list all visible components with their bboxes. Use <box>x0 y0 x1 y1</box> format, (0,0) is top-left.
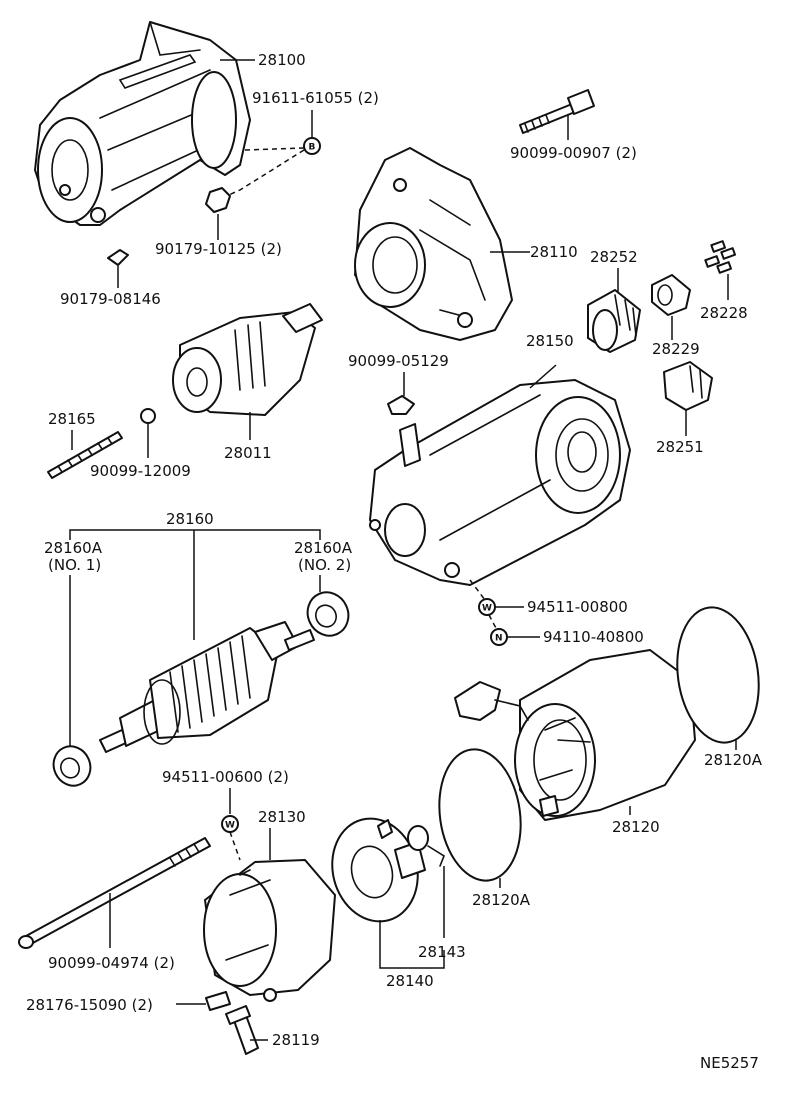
label-28160: 28160 <box>166 510 214 528</box>
marker-b: B <box>309 143 316 153</box>
label-28143: 28143 <box>418 943 466 961</box>
drive-housing-28110 <box>354 147 513 341</box>
label-28119: 28119 <box>272 1031 320 1049</box>
marker-w1: W <box>482 604 492 614</box>
label-28176-15090: 28176-15090 (2) <box>26 996 153 1014</box>
spring-28165 <box>47 431 123 479</box>
label-28160A-no2-sub: (NO. 2) <box>298 556 351 574</box>
clip-90099-05129 <box>387 395 415 415</box>
label-28011: 28011 <box>224 444 272 462</box>
label-28120: 28120 <box>612 818 660 836</box>
label-28110: 28110 <box>530 243 578 261</box>
diagram-code: NE5257 <box>700 1054 759 1072</box>
label-28229: 28229 <box>652 340 700 358</box>
label-28140: 28140 <box>386 972 434 990</box>
clip-90179-08146 <box>107 249 129 266</box>
label-94511-00600: 94511-00600 (2) <box>162 768 289 786</box>
nut-90179-10125 <box>205 187 231 213</box>
label-28160A-no1-sub: (NO. 1) <box>48 556 101 574</box>
label-91611-61055: 91611-61055 (2) <box>252 89 379 107</box>
o-ring-28120A-right <box>676 606 760 744</box>
label-90099-12009: 90099-12009 <box>90 462 191 480</box>
label-94511-00800: 94511-00800 <box>527 598 628 616</box>
retainer-28229 <box>651 274 691 316</box>
marker-w2: W <box>225 821 235 831</box>
label-90179-08146: 90179-08146 <box>60 290 161 308</box>
screw-28176-15090 <box>205 991 231 1011</box>
label-28252: 28252 <box>590 248 638 266</box>
washer-b-marker <box>303 137 321 155</box>
bolt-28119 <box>225 1005 259 1055</box>
field-frame-28120 <box>454 649 696 821</box>
label-28228: 28228 <box>700 304 748 322</box>
marker-n: N <box>495 634 503 644</box>
yoke-28150 <box>369 379 631 586</box>
bolt-90099-00907 <box>519 89 595 134</box>
gear-28252 <box>587 289 641 353</box>
brush-holder-28140 <box>331 817 426 923</box>
clutch-28011 <box>172 303 323 416</box>
label-28120A-right: 28120A <box>704 751 763 769</box>
bearing-28160A-no2 <box>306 591 350 637</box>
label-28251: 28251 <box>656 438 704 456</box>
label-90179-10125: 90179-10125 (2) <box>155 240 282 258</box>
gear-28251 <box>663 361 713 411</box>
starter-assembly-28100 <box>34 21 251 226</box>
through-bolt-90099-04974 <box>18 837 211 949</box>
brush-spring-28143 <box>407 825 445 867</box>
label-28160A-no1: 28160A <box>44 539 103 557</box>
ball-90099-12009 <box>140 408 156 424</box>
label-90099-04974: 90099-04974 (2) <box>48 954 175 972</box>
label-94110-40800: 94110-40800 <box>543 628 644 646</box>
label-28120A-center: 28120A <box>472 891 531 909</box>
label-28165: 28165 <box>48 410 96 428</box>
o-ring-28120A-center <box>438 748 522 882</box>
end-frame-28130 <box>203 859 336 1002</box>
label-28100: 28100 <box>258 51 306 69</box>
bearing-28160A-no1 <box>52 745 92 787</box>
label-28130: 28130 <box>258 808 306 826</box>
label-90099-00907: 90099-00907 (2) <box>510 144 637 162</box>
armature-28160 <box>99 621 315 753</box>
label-28160A-no2: 28160A <box>294 539 353 557</box>
label-28150: 28150 <box>526 332 574 350</box>
rollers-28228 <box>704 240 737 274</box>
label-90099-05129: 90099-05129 <box>348 352 449 370</box>
